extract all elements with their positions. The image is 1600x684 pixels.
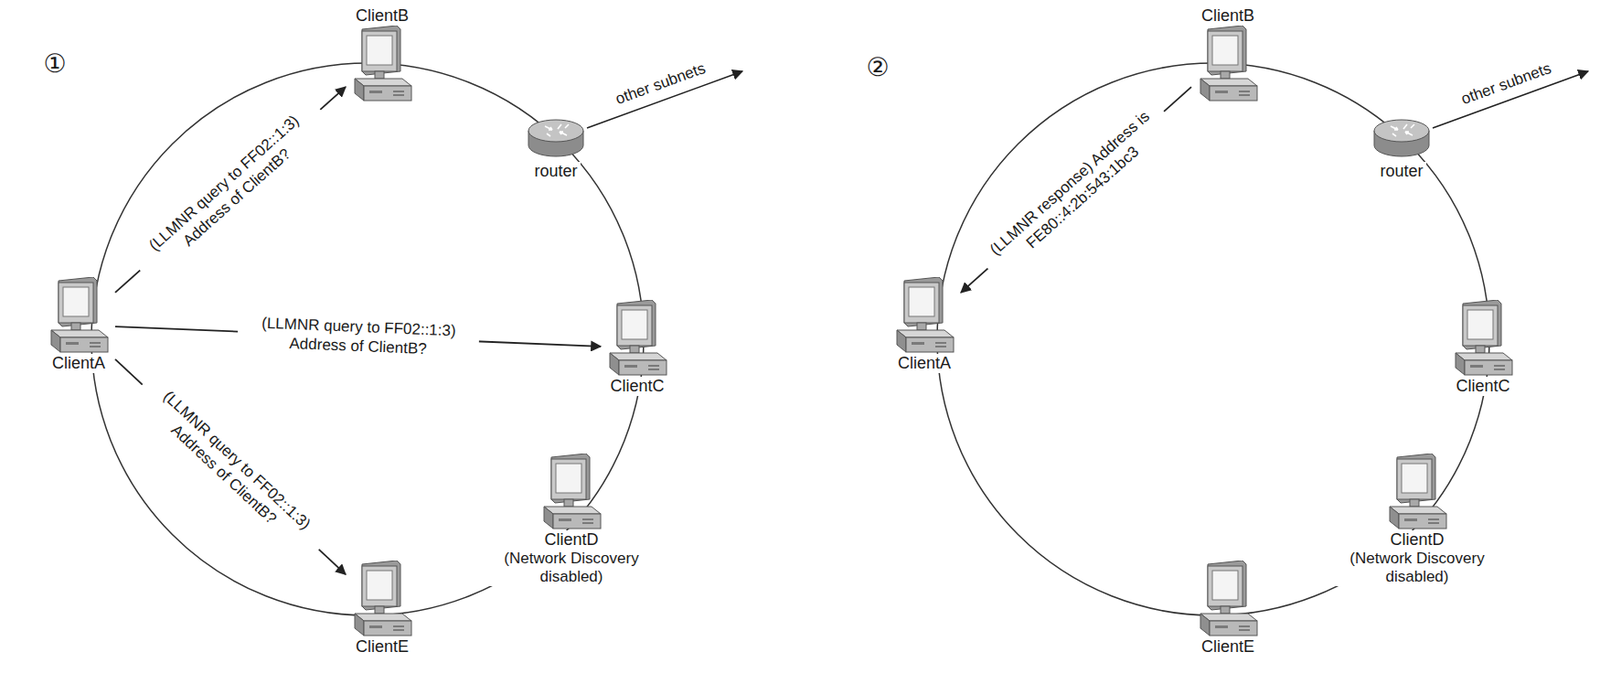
client-node: ClientA xyxy=(45,277,112,374)
computer-icon xyxy=(1450,299,1516,377)
message-label: (LLMNR query to FF02::1:3) Address of Cl… xyxy=(128,370,332,564)
client-node: ClientE xyxy=(349,560,416,657)
subnet-ring xyxy=(937,63,1490,616)
callout-number: ① xyxy=(43,50,67,78)
node-name: router xyxy=(1376,161,1426,182)
client-node: ClientD(Network Discovery disabled) xyxy=(1327,453,1507,587)
node-name: ClientE xyxy=(1198,637,1258,657)
node-name: ClientC xyxy=(1452,376,1513,396)
message-label: (LLMNR response) Address is FE80::4:2b:5… xyxy=(975,96,1178,283)
message-label: (LLMNR query to FF02::1:3) Address of Cl… xyxy=(127,95,333,285)
node-name: ClientD xyxy=(1386,530,1447,550)
node-name: ClientB xyxy=(1198,6,1258,26)
client-node: ClientB xyxy=(1194,6,1261,103)
node-name: ClientC xyxy=(607,376,667,396)
computer-icon xyxy=(45,277,112,354)
node-note: (Network Discovery disabled) xyxy=(481,549,662,587)
client-node: ClientC xyxy=(1450,299,1516,396)
computer-icon xyxy=(349,25,416,103)
node-name: ClientE xyxy=(352,637,412,657)
computer-icon xyxy=(604,299,671,377)
message-arrow xyxy=(115,359,346,575)
router-node: router xyxy=(1370,116,1433,182)
router-icon xyxy=(1370,116,1433,162)
node-name: router xyxy=(531,161,580,182)
node-note: (Network Discovery disabled) xyxy=(1327,549,1507,587)
message-arrow xyxy=(960,86,1192,293)
computer-icon xyxy=(1194,560,1261,638)
computer-icon xyxy=(349,560,416,638)
client-node: ClientB xyxy=(349,6,416,103)
node-name: ClientA xyxy=(895,353,954,374)
node-name: ClientA xyxy=(49,353,108,374)
router-icon xyxy=(524,116,587,162)
message-arrow xyxy=(115,86,346,293)
node-name: ClientB xyxy=(352,6,412,26)
computer-icon xyxy=(891,277,958,354)
callout-number: ② xyxy=(866,53,890,82)
computer-icon xyxy=(1384,453,1451,531)
message-label: (LLMNR query to FF02::1:3) Address of Cl… xyxy=(236,312,480,362)
router-node: router xyxy=(524,116,587,182)
client-node: ClientE xyxy=(1194,560,1261,657)
client-node: ClientD(Network Discovery disabled) xyxy=(481,453,662,587)
client-node: ClientC xyxy=(604,299,671,396)
node-name: ClientD xyxy=(541,530,601,550)
computer-icon xyxy=(538,453,605,531)
computer-icon xyxy=(1194,25,1261,103)
client-node: ClientA xyxy=(891,277,958,374)
subnet-ring xyxy=(91,63,644,616)
